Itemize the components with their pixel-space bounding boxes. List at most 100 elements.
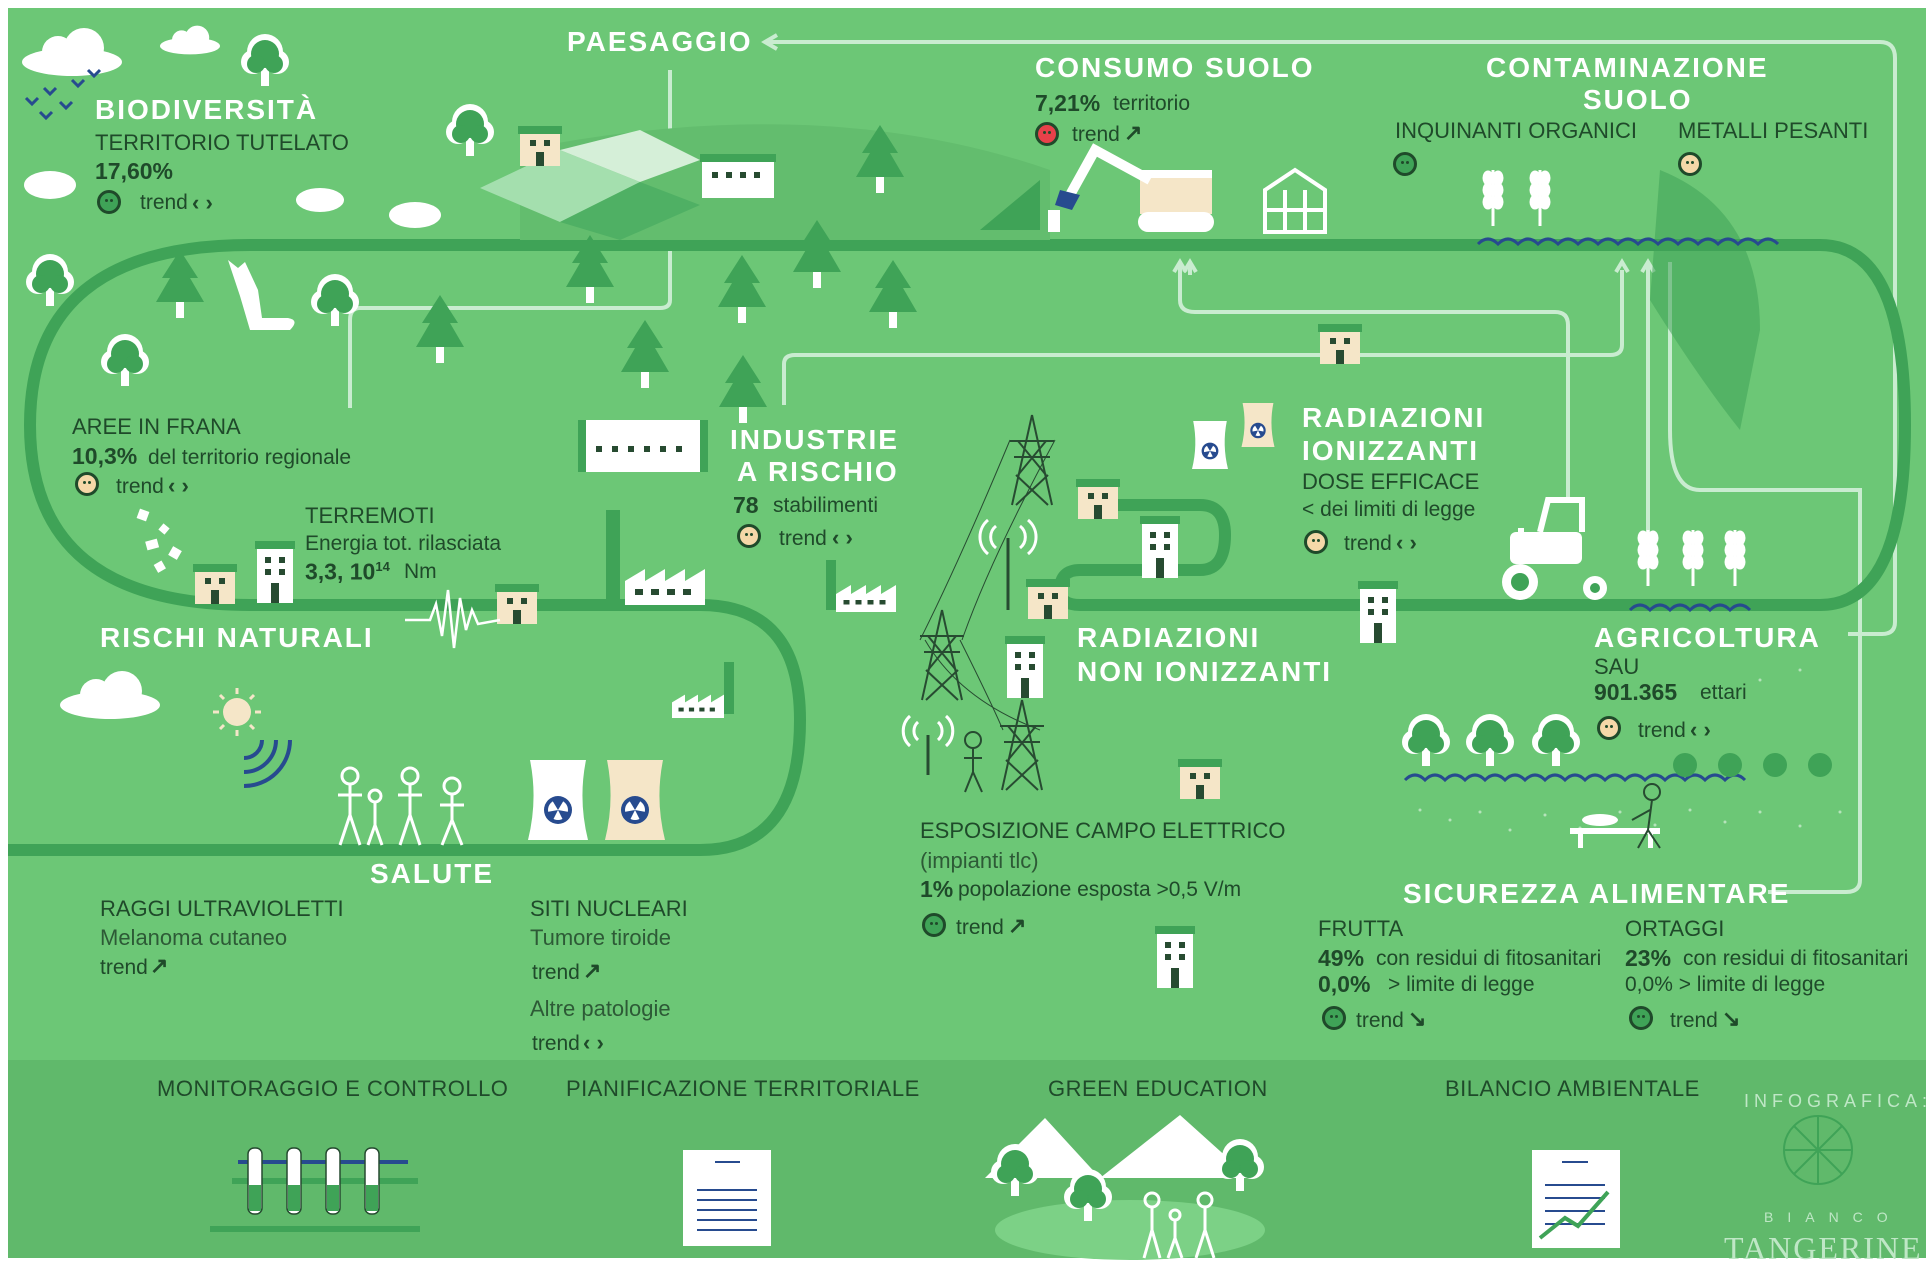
- raggi-uv-sub: Melanoma cutaneo: [100, 925, 288, 950]
- siti-nucleari-sub2: Altre patologie: [530, 996, 671, 1021]
- aree-frana-label: AREE IN FRANA: [72, 414, 241, 439]
- radiazioni-non-ion-title-2: NON IONIZZANTI: [1077, 656, 1333, 687]
- farmer-icon: [1570, 783, 1661, 849]
- paesaggio-title: PAESAGGIO: [567, 26, 753, 57]
- ortaggi-unit1: con residui di fitosanitari: [1683, 947, 1909, 970]
- frutta-unit2: > limite di legge: [1388, 973, 1535, 996]
- birds-icon: [24, 68, 102, 121]
- neutral-status-icon: [1304, 530, 1328, 554]
- radiazioni-ion-trend: trend: [1344, 532, 1392, 555]
- radiazioni-non-ion-title-1: RADIAZIONI: [1077, 622, 1261, 653]
- consumo-suolo-trend: trend: [1072, 123, 1120, 146]
- terremoti-unit: Nm: [404, 560, 437, 583]
- industrie-trend: trend: [779, 527, 827, 550]
- ortaggi-label: ORTAGGI: [1625, 916, 1725, 941]
- biodiversita-title: BIODIVERSITÀ: [95, 94, 319, 125]
- good-status-icon: [1629, 1006, 1653, 1030]
- neutral-status-icon: [75, 472, 99, 496]
- siti-nucleari-trend2: trend: [532, 1032, 580, 1055]
- siti-nucleari-label: SITI NUCLEARI: [530, 896, 688, 921]
- neutral-arrows-icon: ‹ ›: [1396, 530, 1417, 555]
- siti-nucleari-sub1: Tumore tiroide: [530, 925, 672, 950]
- rischi-naturali-title: RISCHI NATURALI: [100, 622, 374, 653]
- agricoltura-title: AGRICOLTURA: [1594, 622, 1821, 653]
- arrow-up-right-icon: ↗: [1124, 120, 1143, 145]
- neutral-status-icon: [737, 524, 761, 548]
- raggi-uv-trend: trend: [100, 956, 148, 979]
- sicurezza-alimentare-title: SICUREZZA ALIMENTARE: [1403, 878, 1791, 909]
- terremoti-value-base: 3,3, 10: [305, 558, 376, 585]
- footer-item-monitoraggio: MONITORAGGIO E CONTROLLO: [157, 1076, 509, 1101]
- frutta-unit1: con residui di fitosanitari: [1376, 947, 1602, 970]
- consumo-suolo-value: 7,21%: [1035, 90, 1101, 116]
- arrow-down-right-icon: ↘: [1408, 1006, 1427, 1031]
- frutta-trend: trend: [1356, 1009, 1404, 1032]
- salute-title: SALUTE: [370, 858, 494, 889]
- hill: [1650, 170, 1760, 430]
- arrow-down-right-icon: ↘: [1722, 1006, 1741, 1031]
- landslide-icon: [136, 508, 182, 573]
- campo-elettrico-unit: popolazione esposta >0,5 V/m: [958, 878, 1242, 901]
- wolf-icon: [228, 260, 295, 330]
- ortaggi-value1: 23%: [1625, 945, 1672, 971]
- bushes: [24, 171, 441, 228]
- antenna-icon: [901, 518, 1038, 775]
- consumo-suolo-title: CONSUMO SUOLO: [1035, 52, 1315, 83]
- terremoti-sub: Energia tot. rilasciata: [305, 532, 502, 555]
- frutta-value2: 0,0%: [1318, 971, 1371, 997]
- arrow-up-right-icon: ↗: [1008, 913, 1027, 938]
- inquinanti-label: INQUINANTI ORGANICI: [1395, 118, 1638, 143]
- tractor: [1502, 497, 1607, 600]
- factories: [578, 420, 896, 718]
- test-tubes-icon: [210, 1147, 420, 1232]
- neutral-arrows-icon: ‹ ›: [583, 1030, 604, 1055]
- footer-item-green-education: GREEN EDUCATION: [1048, 1076, 1268, 1101]
- frutta-label: FRUTTA: [1318, 916, 1404, 941]
- footer-item-bilancio: BILANCIO AMBIENTALE: [1445, 1076, 1700, 1101]
- terremoti-exponent: 14: [375, 559, 390, 574]
- neutral-status-icon: [1597, 716, 1621, 740]
- industrie-unit: stabilimenti: [773, 494, 879, 517]
- consumo-suolo-unit: territorio: [1113, 92, 1191, 115]
- power-lines: [919, 414, 1056, 791]
- agricoltura-unit: ettari: [1700, 681, 1747, 704]
- radiazioni-ion-sub: < dei limiti di legge: [1302, 498, 1476, 521]
- radiazioni-ion-label: DOSE EFFICACE: [1302, 469, 1480, 494]
- good-status-icon: [97, 190, 121, 214]
- aree-frana-unit: del territorio regionale: [148, 446, 352, 469]
- ortaggi-value2: 0,0% > limite di legge: [1625, 973, 1826, 996]
- tangerine-logo: [1783, 1115, 1853, 1185]
- family-icon: [338, 766, 464, 846]
- industrie-title-1: INDUSTRIE: [730, 424, 899, 455]
- biodiversita-value: 17,60%: [95, 158, 174, 184]
- footer-item-pianificazione: PIANIFICAZIONE TERRITORIALE: [566, 1076, 920, 1101]
- neutral-arrows-icon: ‹ ›: [832, 525, 853, 550]
- siti-nucleari-trend1: trend: [532, 961, 580, 984]
- terremoti-value: 3,3, 1014: [305, 560, 390, 584]
- industrie-title-2: A RISCHIO: [737, 456, 899, 487]
- good-status-icon: [1393, 152, 1417, 176]
- neutral-status-icon: [1678, 152, 1702, 176]
- arrow-up-right-icon: ↗: [583, 958, 602, 983]
- bad-status-icon: [1035, 122, 1059, 146]
- radiazioni-ion-title-1: RADIAZIONI: [1302, 402, 1486, 433]
- agricoltura-value: 901.365: [1594, 679, 1678, 705]
- uv-waves-icon: [243, 739, 292, 788]
- biodiversita-trend: trend: [140, 191, 188, 214]
- good-status-icon: [922, 913, 946, 937]
- ortaggi-trend: trend: [1670, 1009, 1718, 1032]
- soil-line: [1403, 773, 1747, 783]
- campo-elettrico-sub: (impianti tlc): [920, 848, 1039, 873]
- farm-fields: [480, 130, 700, 240]
- contaminazione-title-1: CONTAMINAZIONE: [1486, 52, 1769, 83]
- agricoltura-trend: trend: [1638, 719, 1686, 742]
- excavator: [980, 143, 1214, 232]
- industrie-value: 78: [733, 492, 759, 518]
- biodiversita-label: TERRITORIO TUTELATO: [95, 130, 349, 155]
- barn: [700, 154, 776, 198]
- mountains-icon: [985, 1115, 1265, 1260]
- person-icon: [964, 731, 983, 793]
- frutta-value1: 49%: [1318, 945, 1365, 971]
